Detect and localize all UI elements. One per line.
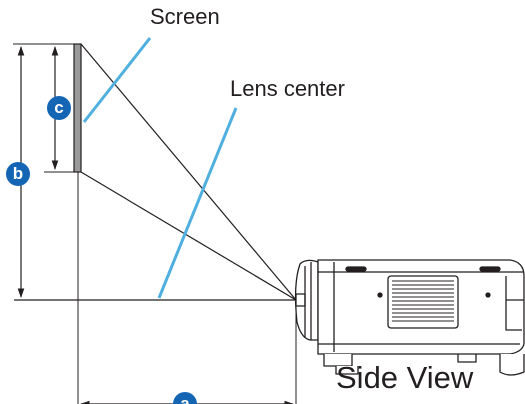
- projector-side-view: [294, 259, 525, 376]
- projection-rays: [14, 43, 297, 301]
- lens-center-callout-line: [157, 107, 238, 299]
- ray-bottom: [80, 171, 297, 301]
- side-view-label: Side View: [336, 360, 474, 395]
- dimension-b-badge: b: [6, 162, 30, 186]
- lens-center-label: Lens center: [230, 76, 345, 101]
- dimension-a-badge: a: [173, 392, 197, 404]
- dimension-c-badge: c: [47, 96, 71, 120]
- screen-panel: [73, 43, 82, 173]
- screen-label: Screen: [150, 4, 220, 29]
- extension-lines: [13, 43, 297, 404]
- ray-top: [80, 43, 297, 301]
- screen-callout-line: [82, 37, 152, 123]
